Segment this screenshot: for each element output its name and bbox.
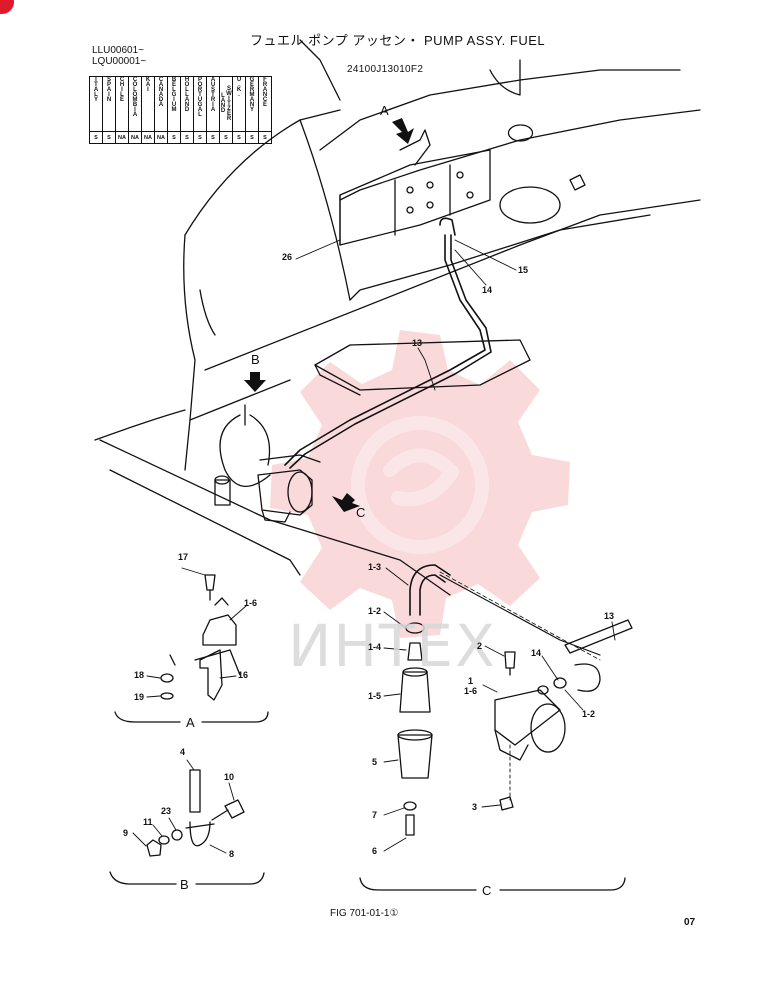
- country-mark: NA: [154, 131, 168, 144]
- country-mark: S: [167, 131, 181, 144]
- callout-17: 17: [178, 552, 189, 562]
- country-mark: S: [232, 131, 246, 144]
- country-mark: NA: [115, 131, 129, 144]
- watermark-gear-logo: [270, 330, 570, 638]
- callout-2: 2: [477, 641, 483, 651]
- callout-4: 4: [180, 747, 186, 757]
- callout-23: 23: [161, 806, 172, 816]
- callout-8: 8: [229, 849, 235, 859]
- country-name: AUSTRIA: [210, 77, 216, 112]
- callout-1: 1: [468, 676, 474, 686]
- detail-a-drawing: [114, 567, 269, 723]
- pump-installed: [214, 404, 321, 523]
- country-name: FRANCE: [262, 77, 268, 107]
- callout-15: 15: [518, 265, 529, 275]
- fuel-tube-13: [284, 217, 492, 469]
- callout-26: 26: [282, 252, 293, 262]
- watermark-text: ИНТЕХ: [288, 612, 497, 680]
- callout-18: 18: [134, 670, 145, 680]
- arrow-c-icon: [332, 493, 360, 512]
- callout-1-2-b: 1-2: [582, 709, 596, 719]
- country-name: CHILE: [119, 77, 125, 102]
- view-label-c-top: C: [356, 505, 366, 520]
- country-name: CANADA: [158, 77, 164, 107]
- serial-range-2: LQU00001~: [92, 56, 147, 67]
- figure-number: FIG 701-01-1①: [330, 908, 399, 919]
- callout-14: 14: [482, 285, 493, 295]
- arrow-a-icon: [392, 118, 414, 144]
- view-label-a-bottom: A: [186, 715, 195, 730]
- country-mark: S: [102, 131, 116, 144]
- leader-lines-top: [295, 239, 517, 391]
- country-name: COLOMBIA: [132, 77, 138, 117]
- callout-5: 5: [372, 757, 378, 767]
- detail-b-drawing: [109, 759, 265, 885]
- serial-range: LLU00601~ LQU00001~: [92, 45, 146, 67]
- watermark-gear-inner: [351, 416, 489, 554]
- callout-1-6-a: 1-6: [244, 598, 258, 608]
- view-label-a-top: A: [380, 103, 389, 118]
- callout-9: 9: [123, 828, 129, 838]
- callout-14-b: 14: [531, 648, 542, 658]
- view-label-b-top: B: [251, 352, 260, 367]
- country-name: BELGIUM: [171, 77, 177, 112]
- drawing-number: 24100J13010F2: [347, 64, 424, 75]
- country-name: ITALY: [93, 77, 99, 102]
- view-arrows: [244, 118, 414, 512]
- country-name: HOLLAND: [184, 77, 190, 112]
- callout-10: 10: [224, 772, 235, 782]
- page-title: フュエル ポンプ アッセン・ PUMP ASSY. FUEL: [250, 33, 546, 48]
- callout-1-4: 1-4: [368, 642, 382, 652]
- callout-19: 19: [134, 692, 145, 702]
- country-name: KAI: [145, 77, 151, 92]
- country-name: SPAIN: [106, 77, 112, 102]
- country-applicability-table: ITALY SPAIN CHILE COLOMBIA KAI CANADA BE…: [89, 76, 272, 144]
- floor-plate: [314, 339, 531, 396]
- callout-11: 11: [143, 817, 153, 827]
- callout-13: 13: [412, 338, 423, 348]
- callout-1-6-b: 1-6: [464, 686, 478, 696]
- detail-c-drawing: [359, 564, 633, 891]
- country-name: SWITZER LAND: [220, 85, 232, 121]
- callout-1-3: 1-3: [368, 562, 382, 572]
- upper-bracket-assembly: [339, 124, 586, 246]
- callout-7: 7: [372, 810, 378, 820]
- country-name: GERMANY: [249, 77, 255, 112]
- callout-1-2-a: 1-2: [368, 606, 382, 616]
- callout-13-b: 13: [604, 611, 615, 621]
- page-number: 07: [684, 917, 696, 928]
- arrow-b-icon: [244, 372, 266, 392]
- view-label-c-bottom: C: [482, 883, 492, 898]
- country-name: PORTUGAL: [197, 77, 203, 117]
- serial-range-1: LLU00601~: [92, 45, 144, 56]
- callout-6: 6: [372, 846, 378, 856]
- callout-1-5: 1-5: [368, 691, 382, 701]
- machine-frame: [94, 39, 701, 596]
- callout-16: 16: [238, 670, 249, 680]
- callout-3: 3: [472, 802, 478, 812]
- country-name: U.K.: [236, 77, 242, 97]
- view-label-b-bottom: B: [180, 877, 189, 892]
